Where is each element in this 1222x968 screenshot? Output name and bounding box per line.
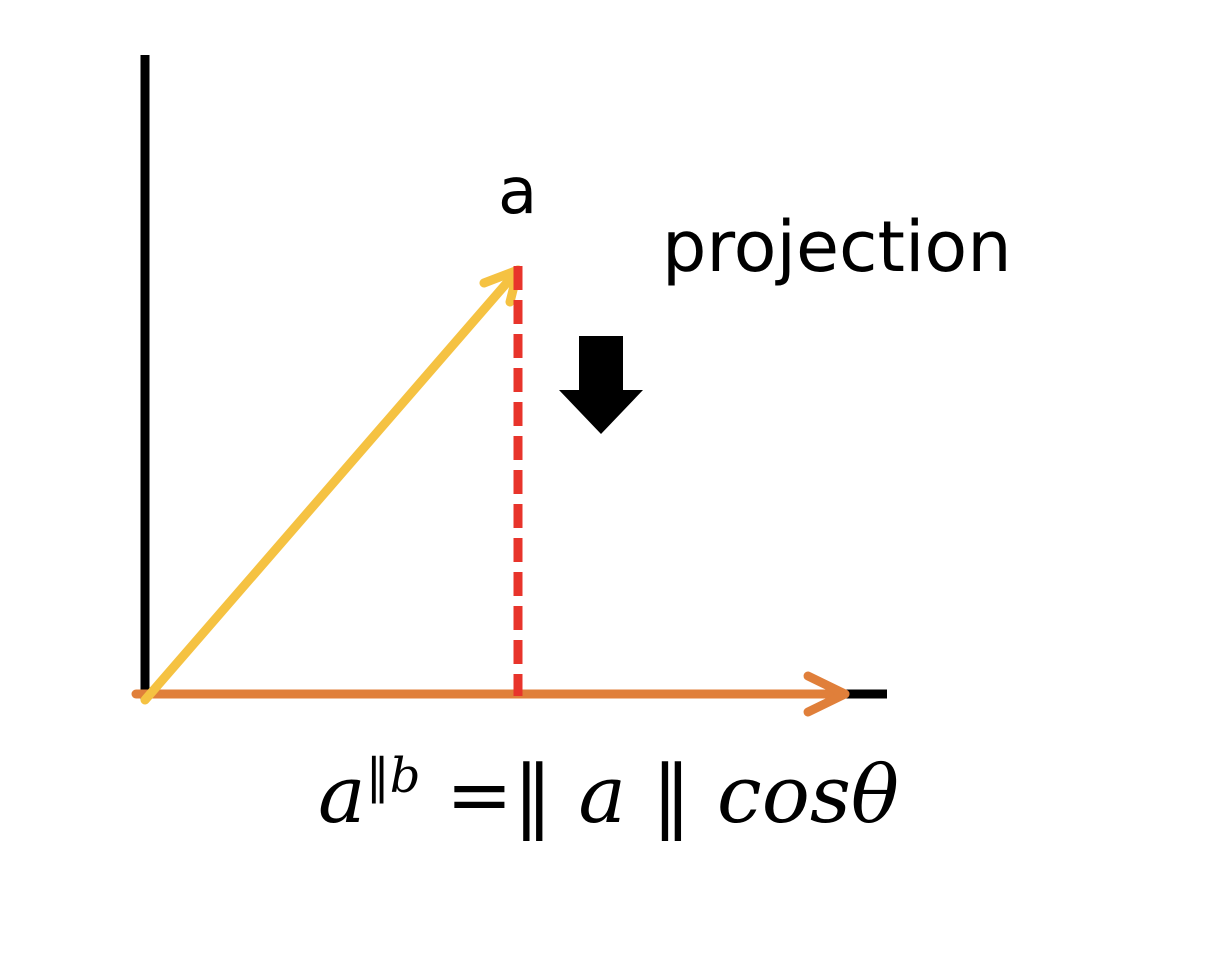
arrow-down-icon: [559, 336, 643, 434]
vector-a-label: a: [498, 155, 538, 229]
vector-a: [140, 265, 523, 705]
formula-cos: cosθ: [716, 748, 900, 841]
formula-superscript: ‖b: [365, 748, 421, 804]
vector-b: [131, 671, 850, 717]
formula-a: a: [578, 748, 627, 841]
formula-base: a: [318, 748, 366, 841]
formula-norm-close: ‖: [626, 748, 717, 841]
projection-formula: a‖b =‖ a ‖ cosθ: [318, 752, 899, 835]
projection-label: projection: [662, 206, 1012, 288]
formula-equals: =‖: [420, 748, 579, 841]
